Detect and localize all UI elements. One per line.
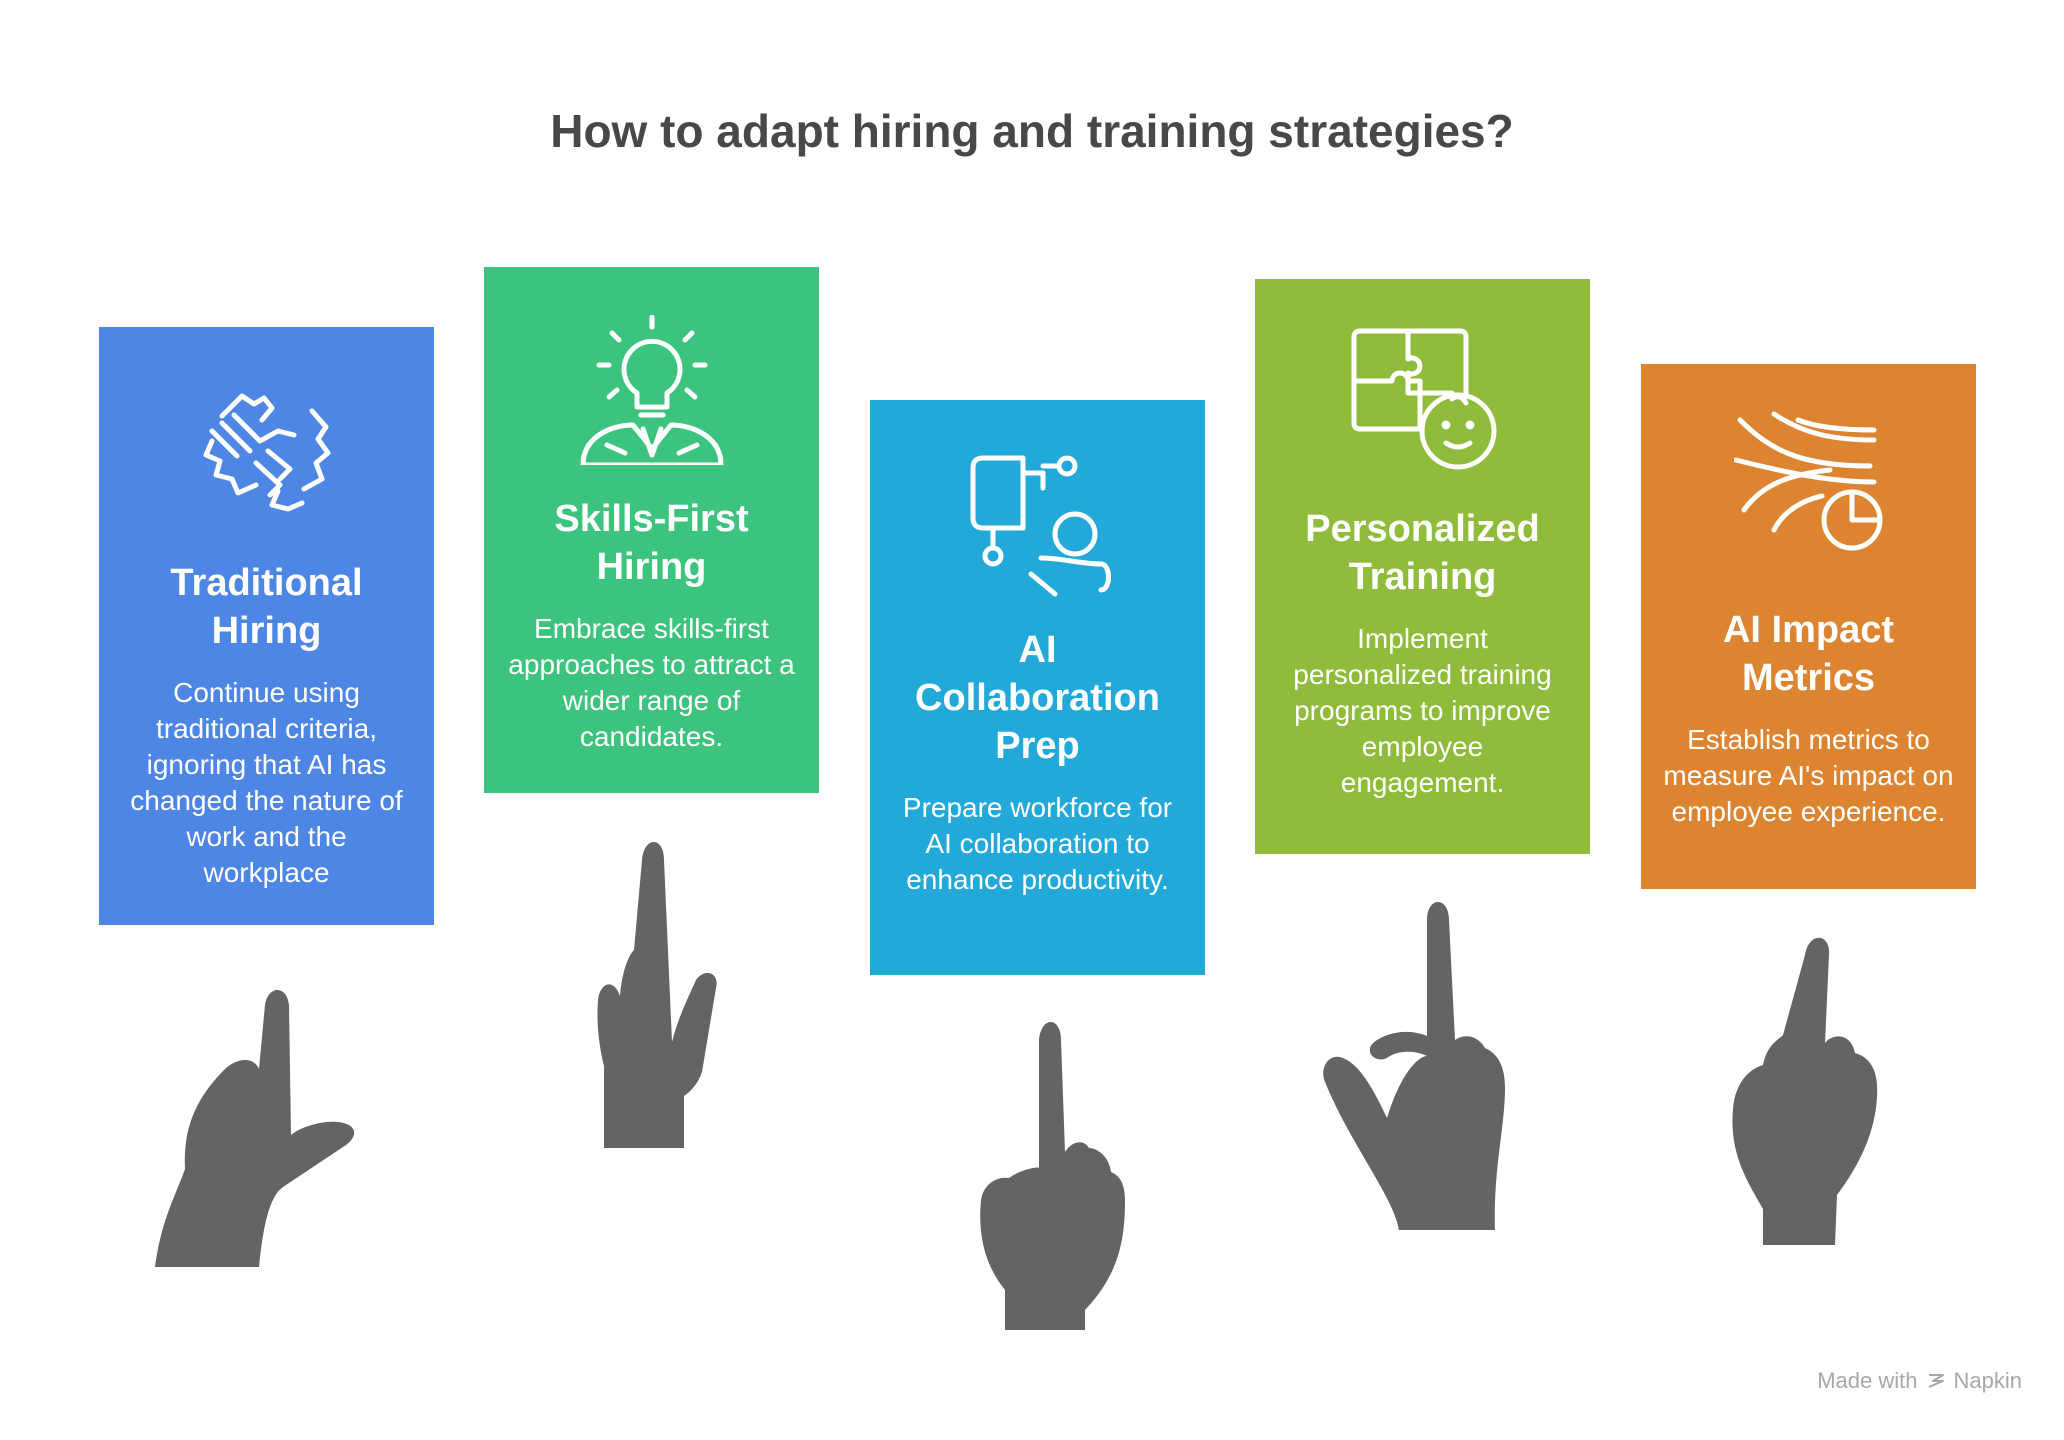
pointing-hand-icon [155,990,355,1267]
puzzle-face-icon [1351,328,1496,470]
card-ai-collaboration-prep: AI Collaboration Prep Prepare workforce … [870,400,1205,975]
napkin-brand-label: Napkin [1953,1368,2022,1393]
footer-attribution: Made with Napkin [1817,1368,2022,1394]
card-ai-impact-metrics: AI Impact Metrics Establish metrics to m… [1641,364,1976,889]
card-traditional-hiring: Traditional Hiring Continue using tradit… [99,327,434,925]
person-robot-icon [970,455,1111,597]
pointing-hand-icon [597,842,717,1148]
card-title: Skills-First Hiring [554,498,749,588]
made-with-label: Made with [1817,1368,1918,1393]
card-title: Personalized Training [1305,508,1540,598]
flow-pie-chart-icon [1733,411,1882,551]
handshake-puzzle-icon [203,393,330,512]
card-title: Traditional Hiring [170,562,363,652]
lightbulb-person-icon [580,315,723,465]
pointing-hand-icon [1732,937,1878,1245]
pointing-hand-icon [1323,902,1505,1230]
pointing-hand-icon [980,1022,1125,1330]
page-title: How to adapt hiring and training strateg… [550,105,1514,157]
napkin-logo-icon [1928,1374,1944,1388]
card-description: Continue using traditional criteria, ign… [130,677,403,888]
card-description: Embrace skills-first approaches to attra… [508,613,795,752]
card-title: AI Collaboration Prep [915,629,1160,767]
card-title: AI Impact Metrics [1722,609,1895,699]
card-personalized-training: Personalized Training Implement personal… [1255,279,1590,854]
card-description: Implement personalized training programs… [1293,623,1552,798]
card-skills-first-hiring: Skills-First Hiring Embrace skills-first… [484,267,819,793]
card-description: Establish metrics to measure AI's impact… [1663,724,1954,827]
card-description: Prepare workforce for AI collaboration t… [902,792,1173,895]
